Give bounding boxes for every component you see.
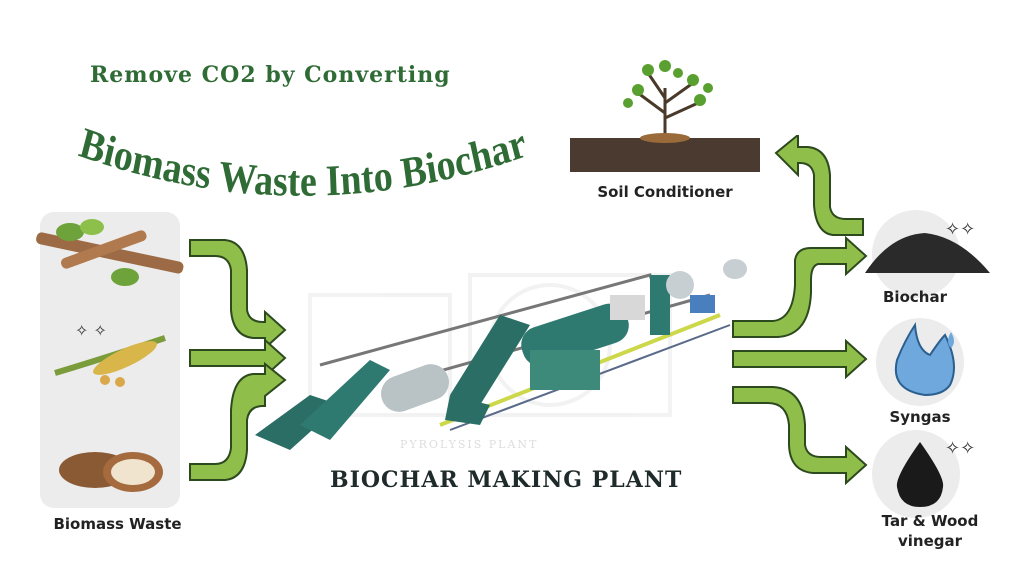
output-label-tar-line1: Tar & Wood — [881, 512, 979, 530]
coconut-shell-icon — [59, 452, 163, 492]
arrow-icon — [732, 235, 868, 338]
tree-in-soil-icon — [570, 60, 760, 172]
output-label-syngas: Syngas — [889, 408, 951, 426]
svg-text:✧✧: ✧✧ — [945, 438, 975, 459]
arrow-icon — [732, 338, 868, 380]
arrow-icon — [189, 361, 287, 481]
corn-stalk-icon: ✧ ✧ — [54, 321, 166, 387]
biomass-waste-label: Biomass Waste — [53, 515, 182, 533]
flame-icon — [894, 322, 955, 397]
soil-conditioner-label: Soil Conditioner — [597, 183, 733, 201]
output-label-tar: Tar & Wood vinegar — [855, 511, 1005, 551]
plant-title: BIOCHAR MAKING PLANT — [330, 467, 683, 493]
title-line-1: Remove CO2 by Converting — [90, 62, 451, 88]
title-line-2-arched: Biomass Waste Into Biochar — [78, 125, 528, 205]
output-label-biochar: Biochar — [883, 288, 947, 306]
title-line-2-text: Biomass Waste Into Biochar — [78, 125, 528, 205]
arrow-icon — [189, 239, 287, 351]
output-arrows — [732, 135, 868, 486]
biochar-pile-icon: ✧✧ — [865, 219, 990, 273]
biochar-plant-illustration — [255, 259, 747, 450]
arrow-icon — [189, 337, 287, 379]
input-arrows — [189, 239, 287, 481]
wood-branches-icon — [36, 219, 184, 286]
svg-text:✧ ✧: ✧ ✧ — [75, 321, 107, 340]
oil-drop-icon: ✧✧ — [896, 438, 975, 507]
watermark: PYROLYSIS PLANT — [400, 438, 539, 451]
arrow-icon — [732, 386, 868, 486]
output-label-tar-line2: vinegar — [897, 532, 963, 550]
svg-text:Biomass Waste Into Biochar: Biomass Waste Into Biochar — [78, 125, 528, 205]
svg-text:✧✧: ✧✧ — [945, 219, 975, 240]
arrow-icon — [774, 135, 864, 236]
